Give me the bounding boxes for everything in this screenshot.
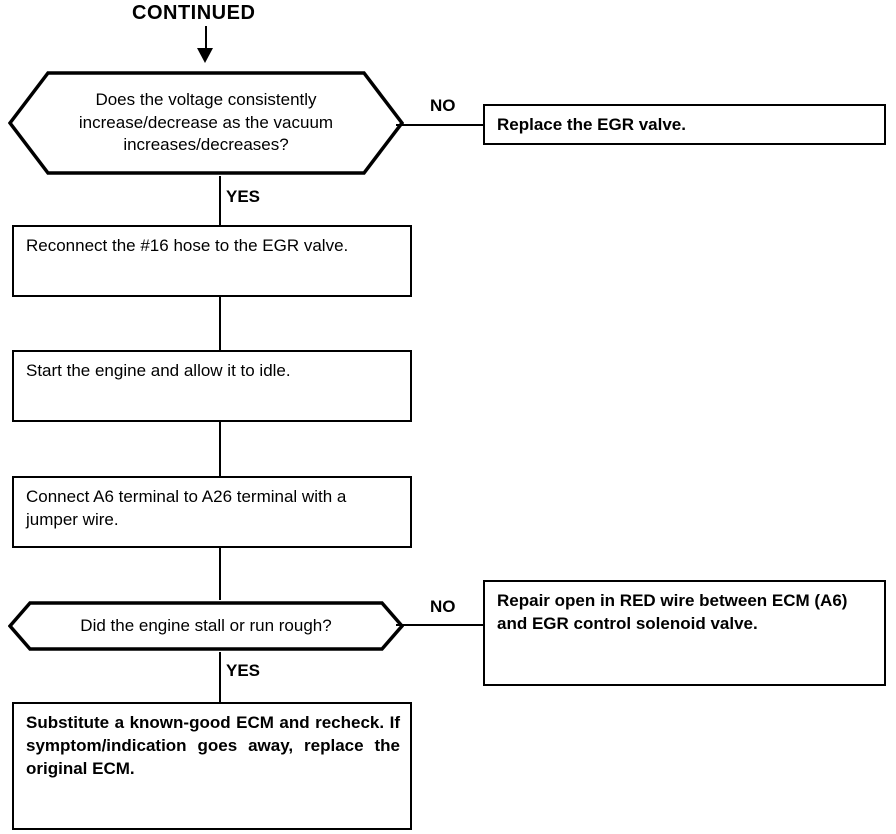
action-replace-egr-valve-label: Replace the EGR valve. (497, 115, 686, 135)
action-substitute-ecm: Substitute a known-good ECM and recheck.… (12, 702, 412, 830)
connector-step3-decision2 (219, 548, 221, 600)
action-repair-red-wire-label: Repair open in RED wire between ECM (A6)… (497, 591, 848, 633)
connector-title-to-decision1 (205, 26, 207, 50)
connector-decision2-yes (219, 652, 221, 702)
connector-decision2-no (396, 624, 484, 626)
connector-decision1-no (396, 124, 484, 126)
connector-decision1-yes (219, 176, 221, 225)
action-replace-egr-valve: Replace the EGR valve. (483, 104, 886, 145)
hexagon-shape (8, 71, 404, 175)
hexagon-shape (8, 601, 404, 651)
step-connect-jumper-wire: Connect A6 terminal to A26 terminal with… (12, 476, 412, 548)
step-reconnect-hose-label: Reconnect the #16 hose to the EGR valve. (26, 236, 349, 255)
page-title: CONTINUED (132, 2, 256, 24)
decision-engine-stall: Did the engine stall or run rough? (8, 600, 404, 652)
edge-label-decision2-yes: YES (226, 661, 261, 680)
edge-label-decision1-no: NO (430, 96, 456, 115)
connector-step2-step3 (219, 422, 221, 476)
step-connect-jumper-wire-label: Connect A6 terminal to A26 terminal with… (26, 487, 347, 529)
connector-step1-step2 (219, 297, 221, 350)
edge-label-decision1-yes: YES (226, 187, 261, 206)
decision-engine-stall-label: Did the engine stall or run rough? (80, 615, 332, 635)
decision-voltage-consistent: Does the voltage consistently increase/d… (8, 70, 404, 176)
arrowhead-into-decision1 (197, 48, 213, 63)
step-start-engine-idle: Start the engine and allow it to idle. (12, 350, 412, 422)
decision-voltage-consistent-label: Does the voltage consistently increase/d… (78, 89, 334, 155)
action-substitute-ecm-label: Substitute a known-good ECM and recheck.… (26, 713, 400, 778)
action-repair-red-wire: Repair open in RED wire between ECM (A6)… (483, 580, 886, 686)
step-reconnect-hose: Reconnect the #16 hose to the EGR valve. (12, 225, 412, 297)
edge-label-decision2-no: NO (430, 597, 456, 616)
step-start-engine-idle-label: Start the engine and allow it to idle. (26, 361, 291, 380)
